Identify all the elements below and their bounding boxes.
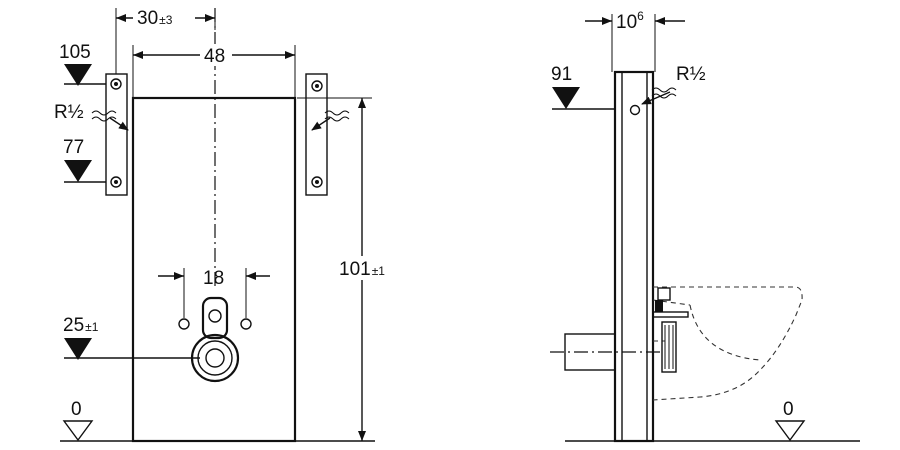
level-marker-floor-front [62, 420, 94, 442]
level-side-top-label: 91 [551, 64, 572, 85]
level-marker-lower [64, 160, 106, 183]
connector-label-side: R½ [676, 64, 706, 85]
front-view: 30±3 48 105 R½ 77 [54, 6, 399, 443]
dimension-center [158, 268, 270, 318]
waste-pipe [550, 333, 660, 371]
connector-point-side [629, 104, 641, 116]
toilet-bowl-outline [652, 286, 803, 401]
level-marker-floor-side [774, 420, 806, 442]
dimension-depth [585, 14, 685, 72]
level-outlet-label: 25±1 [63, 315, 99, 336]
bracket-left [105, 73, 128, 196]
dimension-width-label: 48 [204, 46, 225, 67]
frame-panel-side [613, 70, 655, 443]
dimension-depth-label: 106 [616, 9, 644, 33]
water-connector-right [311, 110, 350, 131]
level-marker-outlet [64, 338, 200, 360]
mounting-hole-right [240, 318, 252, 330]
mounting-hole-left [178, 318, 190, 330]
bracket-right [305, 73, 328, 196]
flush-inlet [201, 296, 229, 340]
toilet-bowl-inner [689, 304, 761, 361]
dimension-width-offset-label: 30±3 [137, 8, 173, 29]
flush-fitting [652, 287, 689, 373]
frame-panel-front [131, 96, 297, 443]
level-marker-side-top [552, 87, 615, 110]
side-view: 106 91 R½ [550, 9, 860, 443]
connector-label-front: R½ [54, 102, 84, 123]
level-lower-label: 77 [63, 137, 84, 158]
level-marker-top [64, 64, 106, 86]
level-top-label: 105 [59, 42, 91, 63]
water-connector-left [91, 110, 129, 131]
level-floor-side-label: 0 [783, 399, 794, 420]
level-floor-front-label: 0 [71, 399, 82, 420]
dimension-height-label: 101±1 [339, 259, 385, 280]
dimension-center-label: 18 [203, 268, 224, 289]
water-connector-side [641, 87, 677, 105]
